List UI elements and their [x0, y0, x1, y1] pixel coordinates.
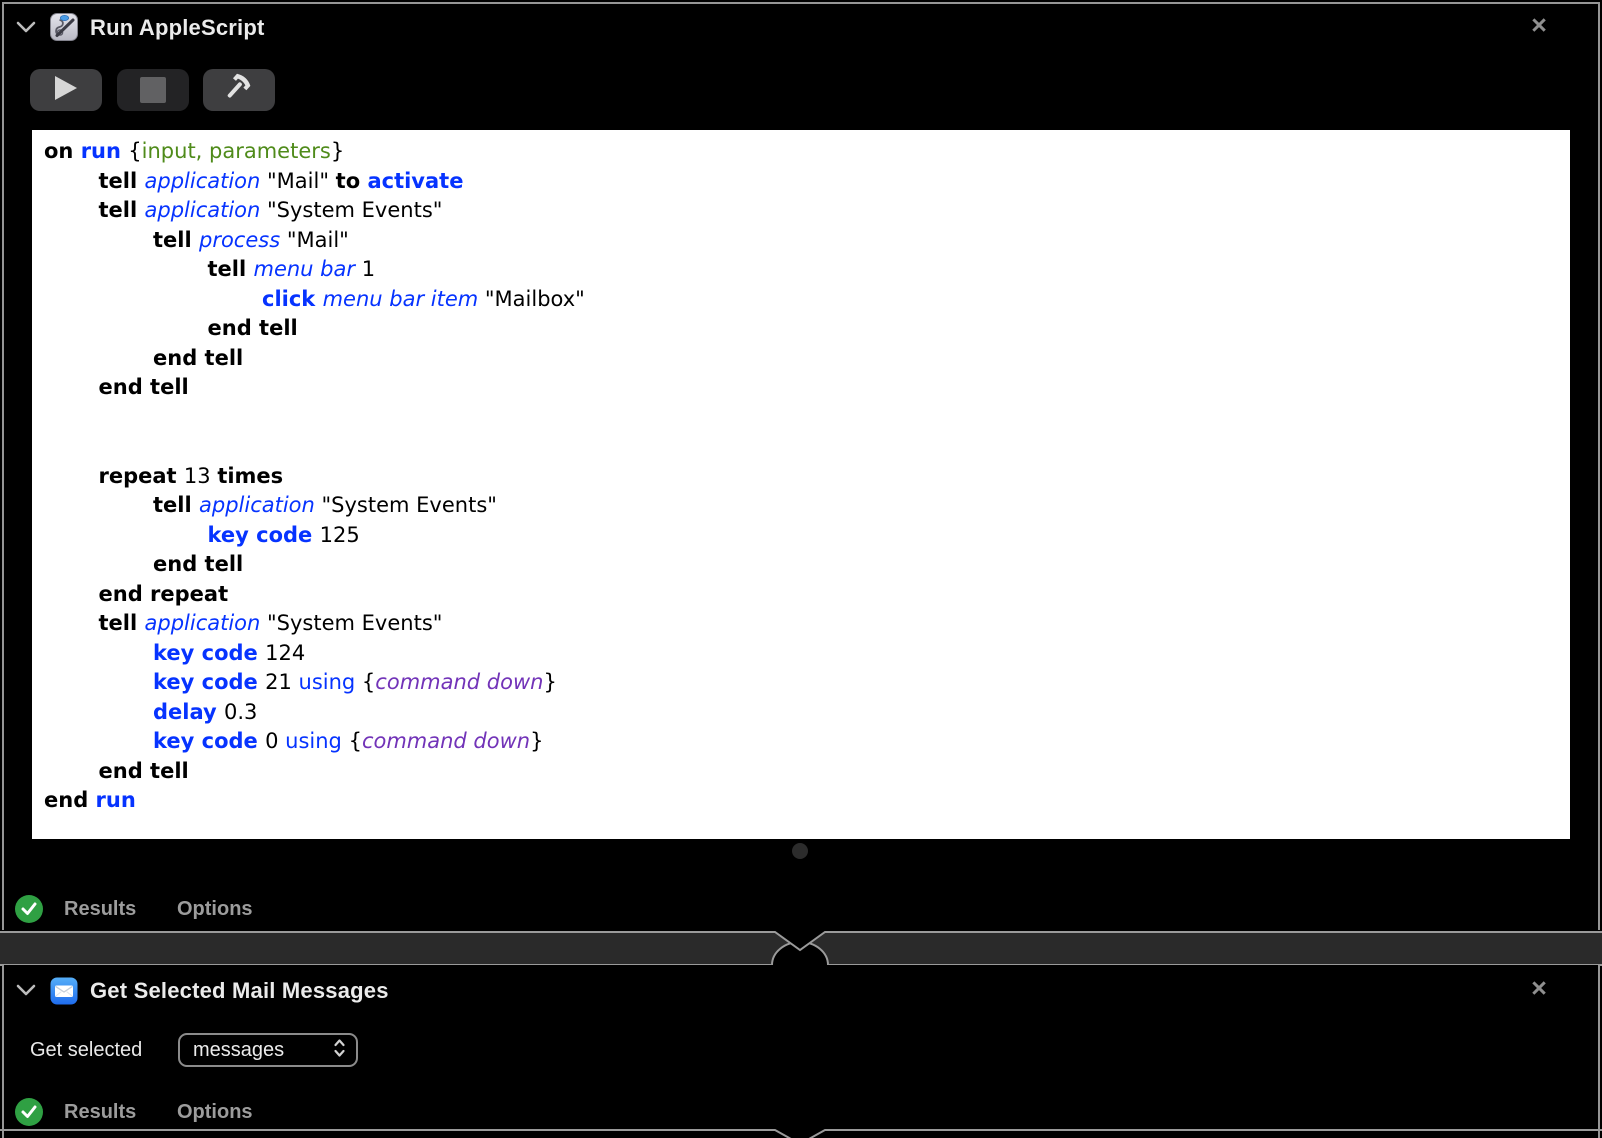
stop-script-button[interactable] [117, 69, 189, 111]
applescript-script-icon [49, 12, 79, 47]
results-toggle[interactable]: Results [64, 898, 137, 920]
close-action-button[interactable]: × [1531, 10, 1547, 40]
message-type-dropdown[interactable]: messages [178, 1033, 358, 1067]
play-icon [54, 75, 78, 106]
options-toggle[interactable]: Options [177, 1101, 253, 1123]
action-title: Get Selected Mail Messages [90, 978, 389, 1003]
disclosure-chevron-icon[interactable] [15, 20, 37, 34]
results-toggle[interactable]: Results [64, 1101, 137, 1123]
hammer-icon [223, 72, 255, 109]
close-action-button[interactable]: × [1531, 973, 1547, 1003]
applescript-code-editor[interactable]: on run {input, parameters}tell applicati… [32, 130, 1570, 839]
green-check-icon [15, 1098, 43, 1126]
disclosure-chevron-icon[interactable] [15, 983, 37, 997]
get-selected-label: Get selected [30, 1039, 143, 1061]
green-check-icon [15, 895, 43, 923]
action-connector [0, 931, 1602, 966]
options-toggle[interactable]: Options [177, 898, 253, 920]
run-script-button[interactable] [30, 69, 102, 111]
compile-script-button[interactable] [203, 69, 275, 111]
resize-handle-dot[interactable] [792, 843, 808, 859]
stop-icon [140, 77, 166, 103]
popup-chevrons-icon [333, 1037, 346, 1064]
action-title: Run AppleScript [90, 15, 265, 40]
action-bottom-edge [0, 1129, 1602, 1138]
mail-icon [50, 977, 78, 1010]
dropdown-selected-value: messages [193, 1038, 285, 1061]
